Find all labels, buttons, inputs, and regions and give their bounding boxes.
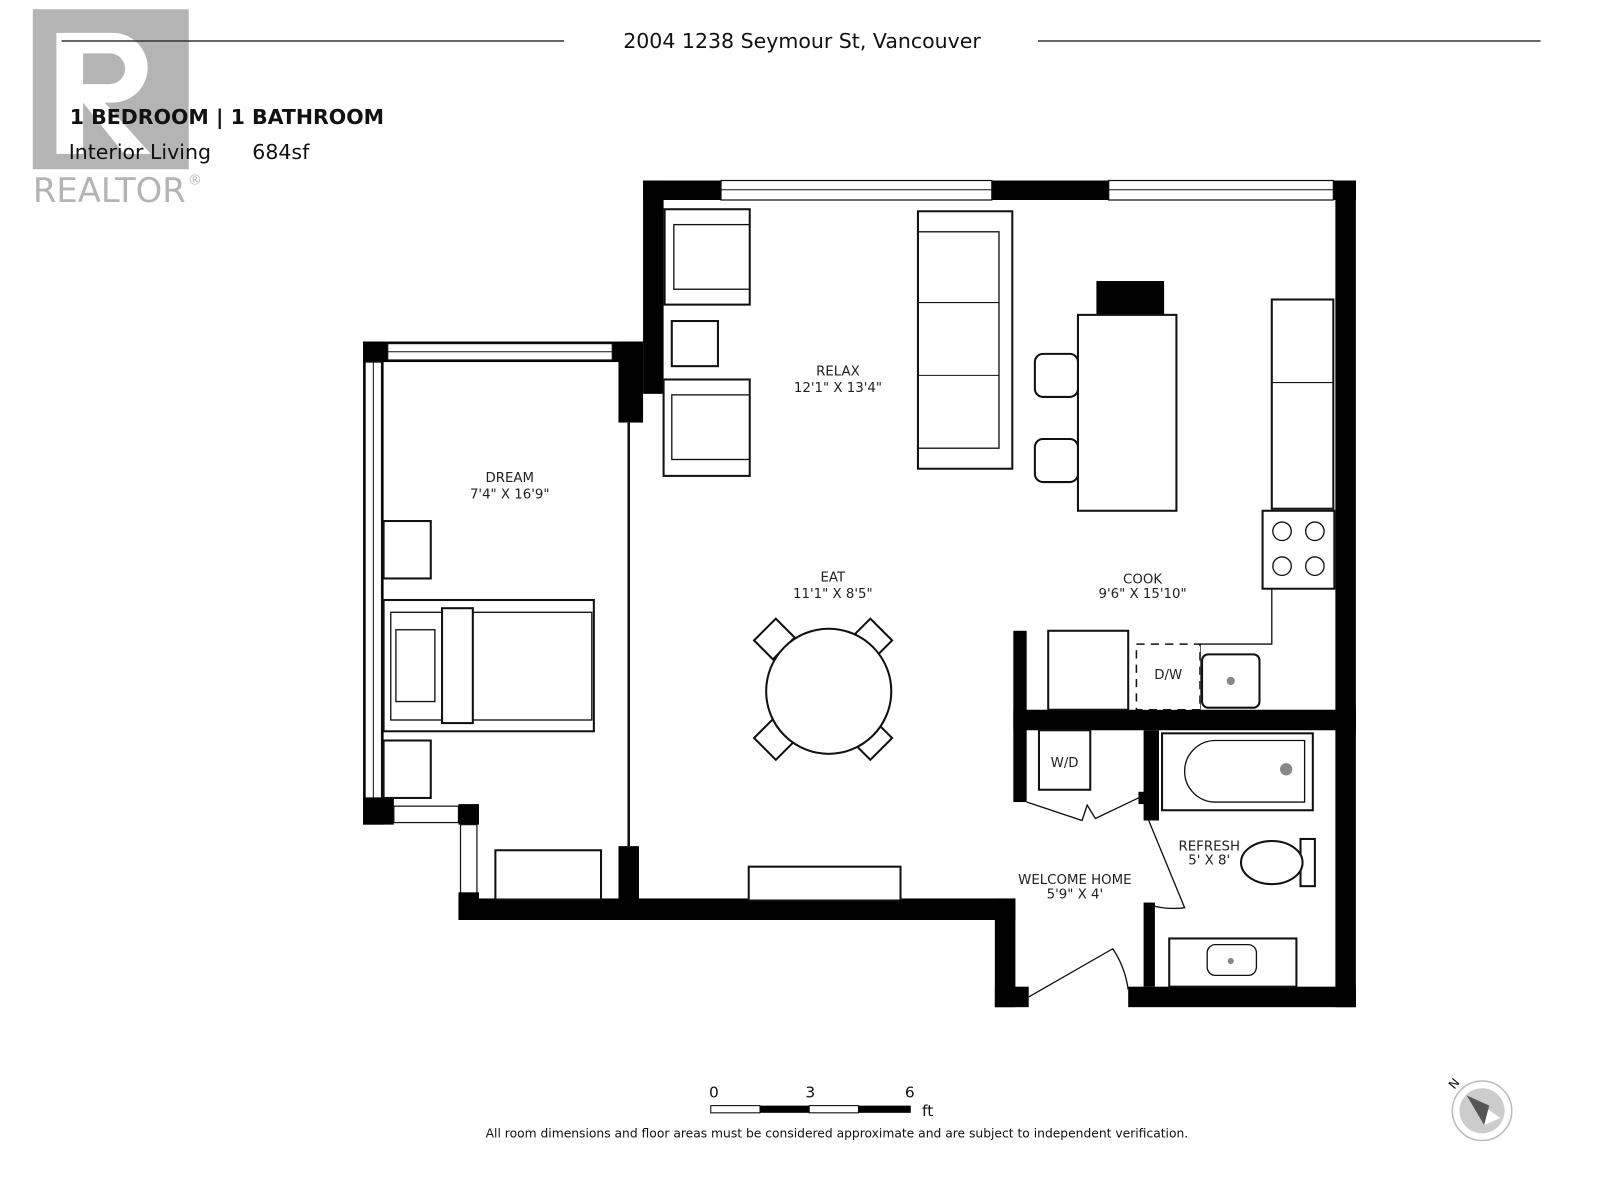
fridge — [1047, 629, 1130, 711]
scale-bar: 0 3 6 ft — [709, 1083, 933, 1119]
room-dims-welcome-home: 5'9" X 4' — [1047, 887, 1104, 902]
address-title: 2004 1238 Seymour St, Vancouver — [623, 29, 981, 53]
room-dims-refresh: 5' X 8' — [1188, 854, 1230, 869]
room-name-eat: EAT — [820, 571, 846, 586]
room-dims-eat: 11'1" X 8'5" — [793, 587, 873, 602]
furniture — [382, 208, 1336, 988]
room-name-dream: DREAM — [485, 471, 534, 486]
dishwasher — [1135, 643, 1201, 711]
scale-tick-3: 3 — [805, 1083, 815, 1101]
nightstand — [382, 520, 432, 580]
stool — [1033, 437, 1079, 484]
washer-dryer-label: W/D — [1051, 756, 1079, 771]
dresser — [494, 849, 603, 901]
room-name-cook: COOK — [1123, 573, 1163, 588]
room-labels: RELAX 12'1" X 13'4" DREAM 7'4" X 16'9" E… — [470, 364, 1240, 902]
dining-table — [752, 617, 894, 762]
disclaimer: All room dimensions and floor areas must… — [486, 1126, 1189, 1140]
scale-tick-6: 6 — [905, 1083, 915, 1101]
armchair — [663, 208, 751, 306]
compass-icon: N — [1446, 1076, 1513, 1142]
side-table — [670, 319, 719, 368]
dishwasher-label: D/W — [1154, 668, 1182, 683]
area-value: 684sf — [252, 140, 310, 164]
room-dims-cook: 9'6" X 15'10" — [1099, 587, 1187, 602]
compass-north-label: N — [1446, 1076, 1463, 1092]
room-dims-dream: 7'4" X 16'9" — [470, 487, 550, 502]
room-name-refresh: REFRESH — [1178, 839, 1240, 854]
scale-tick-0: 0 — [709, 1083, 719, 1101]
stool — [1033, 352, 1079, 398]
doors — [1026, 797, 1186, 998]
console — [747, 865, 902, 902]
realtor-text: REALTOR — [33, 171, 186, 210]
walls — [363, 179, 1356, 1008]
toilet — [1239, 840, 1304, 886]
area-label: Interior Living — [69, 140, 211, 164]
armchair — [662, 378, 751, 477]
bed-bath-summary: 1 BEDROOM | 1 BATHROOM — [70, 105, 384, 130]
room-name-welcome-home: WELCOME HOME — [1018, 873, 1131, 888]
room-dims-relax: 12'1" X 13'4" — [794, 381, 882, 396]
realtor-mark: ® — [188, 173, 202, 189]
cooktop — [1261, 509, 1336, 590]
tv — [1096, 281, 1165, 315]
sofa — [916, 210, 1014, 470]
kitchen-island — [1076, 313, 1178, 512]
realtor-watermark: REALTOR ® — [32, 9, 202, 210]
nightstand — [382, 739, 432, 799]
scale-unit: ft — [922, 1102, 933, 1120]
washer-dryer — [1037, 729, 1092, 791]
bed — [382, 598, 595, 733]
kitchen-counter — [1270, 298, 1335, 510]
room-name-relax: RELAX — [816, 364, 860, 379]
